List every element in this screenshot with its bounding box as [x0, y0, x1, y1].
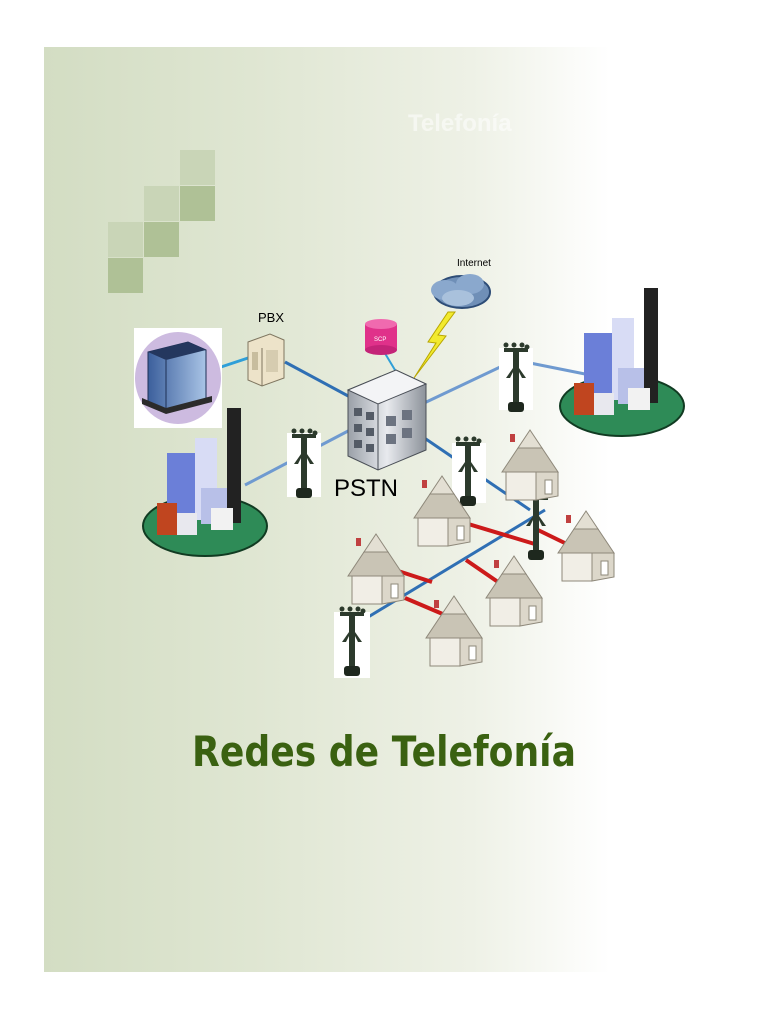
decor-square — [108, 258, 143, 293]
decor-square — [180, 150, 215, 185]
pstn-switch-icon — [346, 369, 428, 471]
house-icon — [347, 533, 405, 605]
internet-cloud-icon — [431, 274, 491, 309]
scp-label: SCP — [374, 337, 386, 343]
utility-pole-icon — [523, 490, 550, 560]
house-icon — [485, 555, 543, 627]
document-title: Redes de Telefonía — [192, 727, 576, 776]
ghost-heading: Telefonía — [408, 110, 512, 137]
city-buildings-icon — [559, 287, 685, 437]
house-icon — [425, 595, 483, 667]
lightning-icon — [413, 311, 456, 379]
decor-square — [144, 222, 179, 257]
office-building-icon — [134, 328, 222, 428]
decor-square — [144, 186, 179, 221]
house-icon — [501, 429, 559, 501]
pbx-icon — [247, 333, 285, 387]
scp-database-icon — [365, 319, 397, 355]
house-icon — [557, 510, 615, 582]
internet-label: Internet — [457, 258, 491, 269]
pstn-label: PSTN — [334, 475, 398, 502]
pbx-label: PBX — [258, 310, 284, 325]
decor-square — [180, 186, 215, 221]
decor-square — [108, 222, 143, 257]
